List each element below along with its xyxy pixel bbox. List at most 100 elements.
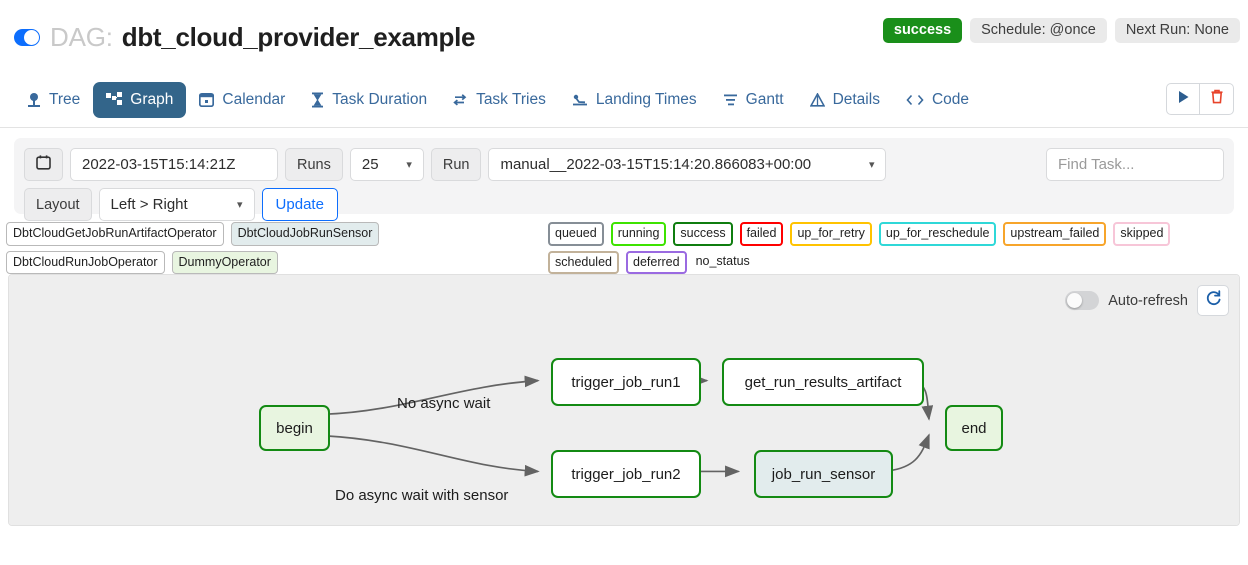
dag-pause-toggle[interactable] bbox=[14, 29, 40, 46]
tab-label: Calendar bbox=[222, 90, 286, 108]
state-chip-upstream-failed[interactable]: upstream_failed bbox=[1003, 222, 1107, 246]
num-runs-value: 25 bbox=[361, 156, 379, 173]
graph-canvas[interactable]: Auto-refresh bbox=[9, 275, 1239, 525]
node-label: end bbox=[961, 419, 987, 437]
find-task-placeholder: Find Task... bbox=[1058, 156, 1135, 173]
state-chip-scheduled[interactable]: scheduled bbox=[548, 250, 619, 274]
state-chip-up-for-reschedule[interactable]: up_for_reschedule bbox=[878, 222, 997, 246]
graph-node-trigger-job-run1[interactable]: trigger_job_run1 bbox=[551, 358, 701, 406]
graph-node-end[interactable]: end bbox=[945, 405, 1003, 451]
edge-label-do-async-wait: Do async wait with sensor bbox=[335, 487, 509, 504]
state-chip-deferred[interactable]: deferred bbox=[626, 250, 687, 274]
layout-value: Left > Right bbox=[110, 196, 188, 213]
tab-calendar[interactable]: Calendar bbox=[186, 82, 298, 118]
runs-label: Runs bbox=[285, 148, 343, 181]
schedule-badge: Schedule: @once bbox=[970, 18, 1107, 43]
hourglass-icon bbox=[311, 92, 324, 108]
play-icon bbox=[1177, 90, 1190, 109]
run-id-value: manual__2022-03-15T15:14:20.866083+00:00 bbox=[500, 156, 812, 173]
num-runs-select[interactable]: 25 ▾ bbox=[349, 148, 424, 181]
view-tabs: Tree Graph Calendar Task Duration Task T… bbox=[0, 72, 1248, 128]
tab-label: Graph bbox=[130, 90, 174, 108]
tab-label: Task Tries bbox=[476, 90, 546, 108]
retry-icon bbox=[453, 93, 468, 107]
landing-icon bbox=[572, 93, 588, 107]
state-chip-queued[interactable]: queued bbox=[548, 222, 604, 246]
delete-dag-button[interactable] bbox=[1200, 83, 1234, 115]
auto-refresh-label: Auto-refresh bbox=[1108, 292, 1188, 309]
dag-title-row: DAG: dbt_cloud_provider_example bbox=[14, 0, 1234, 53]
tab-label: Details bbox=[832, 90, 880, 108]
refresh-icon bbox=[1205, 289, 1222, 312]
calendar-icon bbox=[199, 92, 215, 107]
tab-task-tries[interactable]: Task Tries bbox=[440, 82, 559, 118]
state-chip-up-for-retry[interactable]: up_for_retry bbox=[790, 222, 872, 246]
find-task-input[interactable]: Find Task... bbox=[1046, 148, 1224, 181]
node-label: begin bbox=[276, 419, 313, 437]
tab-label: Tree bbox=[49, 90, 81, 108]
filter-toolbar-wrapper: 2022-03-15T15:14:21Z Runs 25 ▾ Run manua… bbox=[0, 128, 1248, 221]
tab-gantt[interactable]: Gantt bbox=[710, 82, 797, 118]
state-chip-no-status[interactable]: no_status bbox=[693, 250, 752, 274]
state-legend: queued running success failed up_for_ret… bbox=[548, 222, 1244, 274]
tab-details[interactable]: Details bbox=[797, 82, 893, 118]
run-id-select[interactable]: manual__2022-03-15T15:14:20.866083+00:00… bbox=[488, 148, 887, 181]
auto-refresh-toggle[interactable] bbox=[1065, 291, 1100, 310]
graph-icon bbox=[106, 92, 123, 107]
edge-label-no-async-wait: No async wait bbox=[397, 395, 491, 412]
code-icon bbox=[906, 94, 924, 106]
chevron-down-icon: ▾ bbox=[237, 199, 243, 211]
tab-landing-times[interactable]: Landing Times bbox=[559, 82, 710, 118]
graph-node-job-run-sensor[interactable]: job_run_sensor bbox=[754, 450, 893, 498]
operator-chip-list: DbtCloudGetJobRunArtifactOperator DbtClo… bbox=[6, 222, 536, 274]
tab-tree[interactable]: Tree bbox=[14, 82, 93, 118]
calendar-icon bbox=[36, 155, 51, 174]
execution-date-input[interactable]: 2022-03-15T15:14:21Z bbox=[70, 148, 278, 181]
tab-task-duration[interactable]: Task Duration bbox=[298, 82, 440, 118]
dag-label: DAG: bbox=[50, 22, 113, 52]
tab-label: Task Duration bbox=[332, 90, 428, 108]
state-chip-running[interactable]: running bbox=[610, 222, 667, 246]
graph-node-trigger-job-run2[interactable]: trigger_job_run2 bbox=[551, 450, 701, 498]
node-label: trigger_job_run2 bbox=[571, 465, 681, 483]
graph-panel: Auto-refresh bbox=[8, 274, 1240, 526]
tree-icon bbox=[27, 92, 41, 108]
state-chip-success[interactable]: success bbox=[673, 222, 733, 246]
tab-label: Landing Times bbox=[595, 90, 697, 108]
operator-chip[interactable]: DbtCloudJobRunSensor bbox=[230, 222, 380, 246]
edge-begin-trigger2 bbox=[325, 435, 540, 477]
operator-legend: DbtCloudGetJobRunArtifactOperator DbtClo… bbox=[6, 222, 536, 274]
chevron-down-icon: ▾ bbox=[406, 159, 412, 171]
chevron-down-icon: ▾ bbox=[868, 159, 875, 171]
state-chip-skipped[interactable]: skipped bbox=[1113, 222, 1171, 246]
date-picker-button[interactable] bbox=[24, 148, 63, 181]
graph-node-begin[interactable]: begin bbox=[259, 405, 330, 451]
refresh-button[interactable] bbox=[1197, 285, 1229, 316]
page-header: DAG: dbt_cloud_provider_example success … bbox=[0, 0, 1248, 72]
status-badge: success bbox=[882, 18, 963, 43]
operator-chip[interactable]: DbtCloudRunJobOperator bbox=[6, 250, 165, 274]
tab-code[interactable]: Code bbox=[893, 82, 982, 118]
layout-select[interactable]: Left > Right ▾ bbox=[98, 188, 255, 221]
legend-section: DbtCloudGetJobRunArtifactOperator DbtClo… bbox=[0, 214, 1248, 274]
edge-begin-trigger1 bbox=[325, 375, 540, 416]
warning-triangle-icon bbox=[809, 92, 825, 107]
execution-date-value: 2022-03-15T15:14:21Z bbox=[82, 156, 236, 173]
dag-action-buttons bbox=[1166, 83, 1234, 115]
filter-row-1: 2022-03-15T15:14:21Z Runs 25 ▾ Run manua… bbox=[24, 148, 1224, 181]
update-button[interactable]: Update bbox=[261, 188, 338, 221]
tab-graph[interactable]: Graph bbox=[93, 81, 187, 118]
filter-toolbar: 2022-03-15T15:14:21Z Runs 25 ▾ Run manua… bbox=[14, 138, 1234, 221]
filter-row-2: Layout Left > Right ▾ Update bbox=[24, 188, 1224, 221]
state-chip-failed[interactable]: failed bbox=[739, 222, 784, 246]
tab-label: Gantt bbox=[745, 90, 784, 108]
next-run-badge: Next Run: None bbox=[1114, 18, 1240, 43]
node-label: get_run_results_artifact bbox=[744, 373, 902, 391]
auto-refresh-controls: Auto-refresh bbox=[1065, 285, 1229, 316]
operator-chip[interactable]: DummyOperator bbox=[171, 250, 278, 274]
layout-label: Layout bbox=[24, 188, 92, 221]
graph-node-get-run-results-artifact[interactable]: get_run_results_artifact bbox=[722, 358, 924, 406]
operator-chip[interactable]: DbtCloudGetJobRunArtifactOperator bbox=[6, 222, 224, 246]
node-label: trigger_job_run1 bbox=[571, 373, 681, 391]
trigger-dag-button[interactable] bbox=[1166, 83, 1200, 115]
